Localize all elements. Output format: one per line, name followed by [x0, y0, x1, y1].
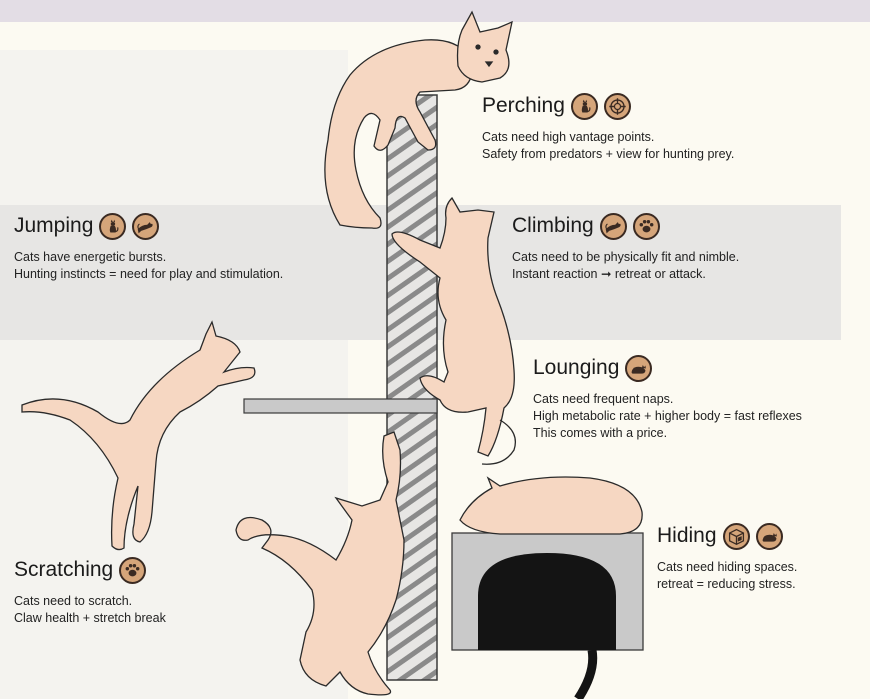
standing-cat-icon — [99, 212, 127, 240]
sleeping-cat-icon — [625, 354, 653, 382]
lounging-description: Cats need frequent naps. High metabolic … — [533, 392, 802, 440]
paw-icon — [632, 212, 660, 240]
section-scratching: Scratching Cats need to scratch. Claw he… — [14, 553, 166, 627]
climbing-cat — [391, 196, 517, 465]
climbing-description: Cats need to be physically fit and nimbl… — [512, 250, 740, 281]
section-jumping: Jumping Cats have energetic bursts. Hunt… — [14, 209, 283, 283]
hiding-description: Cats need hiding spaces. retreat = reduc… — [657, 560, 798, 591]
section-climbing: Climbing Cats need to be physically fit … — [512, 209, 739, 283]
box-icon — [722, 522, 750, 550]
section-lounging: Lounging Cats need frequent naps. High m… — [533, 351, 802, 442]
climbing-title: Climbing — [512, 214, 594, 237]
perching-title: Perching — [482, 94, 565, 117]
hiding-title: Hiding — [657, 524, 717, 547]
perching-description: Cats need high vantage points. Safety fr… — [482, 130, 735, 161]
sleeping-cat-icon — [755, 522, 783, 550]
jumping-description: Cats have energetic bursts. Hunting inst… — [14, 250, 284, 281]
lounging-cat — [459, 476, 643, 535]
hiding-box — [451, 532, 644, 699]
section-perching: Perching Cats need high vantage points. … — [482, 89, 734, 163]
leaping-cat-icon — [599, 212, 627, 240]
crosshair-icon — [603, 92, 631, 120]
top-bar — [0, 0, 870, 22]
lounging-title: Lounging — [533, 356, 620, 379]
jumping-cat — [21, 320, 256, 551]
scratching-cat — [235, 431, 405, 696]
leaping-cat-icon — [132, 212, 160, 240]
scratching-title: Scratching — [14, 558, 114, 581]
sitting-cat-icon — [570, 92, 598, 120]
scratching-description: Cats need to scratch. Claw health + stre… — [14, 594, 166, 625]
jumping-title: Jumping — [14, 214, 94, 237]
section-hiding: Hiding Cats need hiding spaces. retreat … — [657, 519, 797, 593]
perching-cat — [324, 10, 513, 229]
paw-icon — [119, 556, 147, 584]
